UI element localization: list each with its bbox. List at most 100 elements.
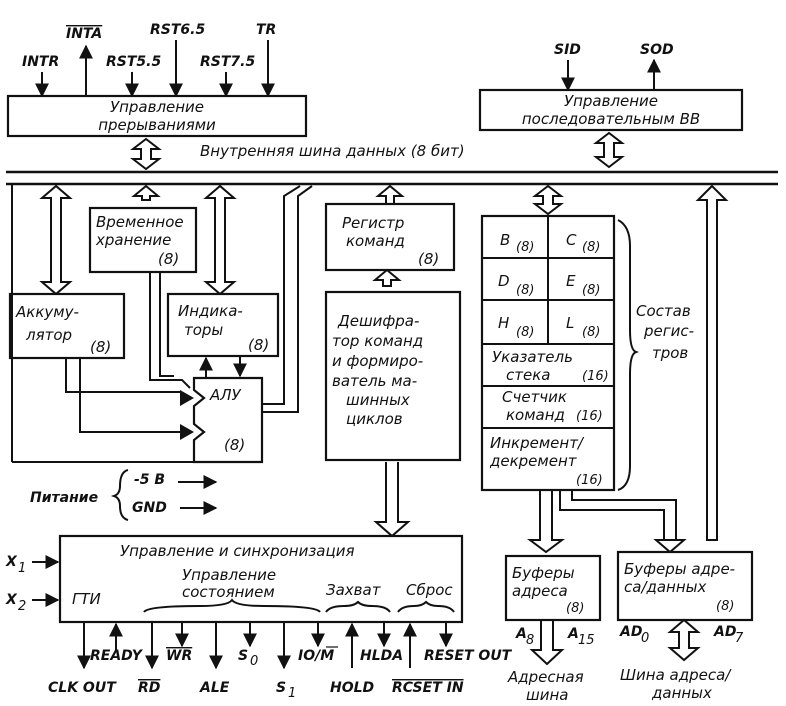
alu-wiring xyxy=(11,184,313,463)
temp-to-alu-arrowhead xyxy=(180,424,194,440)
interrupt-block-line2: прерываниями xyxy=(98,116,216,134)
power-label: Питание xyxy=(30,490,98,506)
ad-buffer-line2: са/данных xyxy=(624,578,707,596)
a8-label: A xyxy=(515,626,527,642)
accumulator-bus-arrow xyxy=(39,184,73,296)
flags-line2: торы xyxy=(184,321,223,339)
temp-storage-line1: Временное xyxy=(96,213,184,231)
stack-pointer-line1: Указатель xyxy=(492,348,573,366)
s1-label: S xyxy=(276,680,286,696)
decoder-line6: циклов xyxy=(346,410,403,428)
regs-to-addr-buffer-arrow xyxy=(527,490,565,554)
instr-reg-size: (8) xyxy=(418,250,439,268)
reset-out-label: RESET OUT xyxy=(424,648,513,664)
ad0-label: AD xyxy=(619,624,642,640)
a8-sub: 8 xyxy=(526,633,534,648)
alu-size: (8) xyxy=(224,436,245,454)
register-group-line3: тров xyxy=(652,344,688,362)
a15-label: A xyxy=(567,626,579,642)
instruction-register-block xyxy=(324,202,456,272)
sid-label: SID xyxy=(554,42,581,58)
reg-e-size: (8) xyxy=(582,283,600,298)
reg-b: B xyxy=(500,231,510,249)
reg-l-size: (8) xyxy=(582,325,600,340)
serial-block-line2: последовательным ВВ xyxy=(522,110,700,128)
reg-l: L xyxy=(566,314,574,332)
tr-label: TR xyxy=(256,22,276,38)
stack-pointer-size: (16) xyxy=(582,369,609,384)
reg-c-size: (8) xyxy=(582,240,600,255)
instr-to-decoder-arrow xyxy=(372,268,402,287)
accumulator-size: (8) xyxy=(90,338,111,356)
decoder-line5: шинных xyxy=(346,391,410,409)
inta-label: INTA xyxy=(66,26,102,42)
acc-to-alu-wire2 xyxy=(79,358,180,433)
accumulator-line1: Аккуму- xyxy=(15,303,79,321)
state-control-line2: состоянием xyxy=(182,583,275,601)
decoder-line4: ватель ма- xyxy=(332,372,417,390)
reg-h: H xyxy=(498,314,509,332)
ad-buffer-line1: Буферы адре- xyxy=(624,560,735,578)
accumulator-line2: лятор xyxy=(25,326,72,344)
temp-storage-line2: хранение xyxy=(95,231,171,249)
registers-bus-arrow xyxy=(532,184,564,216)
alu-to-bus-wire xyxy=(262,185,301,405)
ad-bus-line2: данных xyxy=(651,684,712,702)
address-data-buffer-block xyxy=(616,550,754,622)
reset-control-brace xyxy=(397,600,455,613)
alu-block xyxy=(192,376,264,464)
ad7-label: AD xyxy=(713,624,736,640)
register-group-brace xyxy=(617,219,640,491)
internal-bus-label: Внутренняя шина данных (8 бит) xyxy=(200,142,465,160)
decoder-to-control-arrow xyxy=(373,462,411,538)
instr-reg-bus-arrow xyxy=(375,184,405,205)
reg-e: E xyxy=(566,272,576,290)
alu-label: АЛУ xyxy=(209,386,242,404)
control-sync-block xyxy=(58,534,464,624)
temp-to-alu-wire xyxy=(149,272,191,389)
ad-buffer-bus-arrow xyxy=(695,184,729,541)
serial-io-block xyxy=(478,88,744,132)
reg-d-size: (8) xyxy=(516,283,534,298)
state-control-brace xyxy=(143,598,321,613)
ale-label: ALE xyxy=(199,680,230,696)
ad-buffer-arrowhead xyxy=(653,539,687,554)
ready-label: READY xyxy=(90,648,144,664)
flags-block xyxy=(166,292,280,358)
ad-bus-line1: Шина адреса/ xyxy=(620,666,732,684)
bottom-signals: CLK OUT READY RD WR ALE S 0 S 1 IO/M HOL… xyxy=(48,622,513,701)
inc-dec-line1: Инкремент/ xyxy=(490,434,585,452)
temp-storage-block xyxy=(88,206,198,274)
gti-label: ГТИ xyxy=(72,590,101,608)
decoder-block xyxy=(324,290,462,462)
regs-to-ad-buffer-wire2 xyxy=(571,490,677,544)
temp-storage-size: (8) xyxy=(158,250,179,268)
ad7-sub: 7 xyxy=(735,631,744,646)
instr-reg-line1: Регистр xyxy=(342,214,404,232)
state-control-line1: Управление xyxy=(182,566,276,584)
x2-sub: 2 xyxy=(18,599,26,614)
address-bus-line2: шина xyxy=(526,686,568,704)
flags-size: (8) xyxy=(248,336,269,354)
x2-label: X xyxy=(5,592,18,608)
a15-sub: 15 xyxy=(578,633,595,648)
temp-to-alu-wire2 xyxy=(159,272,174,377)
control-title: Управление и синхронизация xyxy=(120,542,354,560)
rst75-label: RST7.5 xyxy=(200,54,255,70)
serial-block-line1: Управление xyxy=(564,92,658,110)
io-m-label: IO/M xyxy=(298,648,334,664)
interrupt-control-block xyxy=(6,94,308,138)
instr-reg-line2: команд xyxy=(346,232,405,250)
serial-bus-arrow xyxy=(593,131,625,169)
regs-to-ad-buffer-wire xyxy=(559,490,665,544)
addr-buffer-line1: Буферы xyxy=(512,564,575,582)
hlda-label: HLDA xyxy=(360,648,403,664)
register-group-line2: регис- xyxy=(643,322,694,340)
s0-sub: 0 xyxy=(250,654,258,669)
stack-pointer-line2: стека xyxy=(506,366,550,384)
hold-label: HOLD xyxy=(330,680,374,696)
inc-dec-line2: декремент xyxy=(489,452,578,470)
acc-to-alu-wire xyxy=(65,358,191,399)
reset-in-label: RCSET IN xyxy=(392,680,464,696)
